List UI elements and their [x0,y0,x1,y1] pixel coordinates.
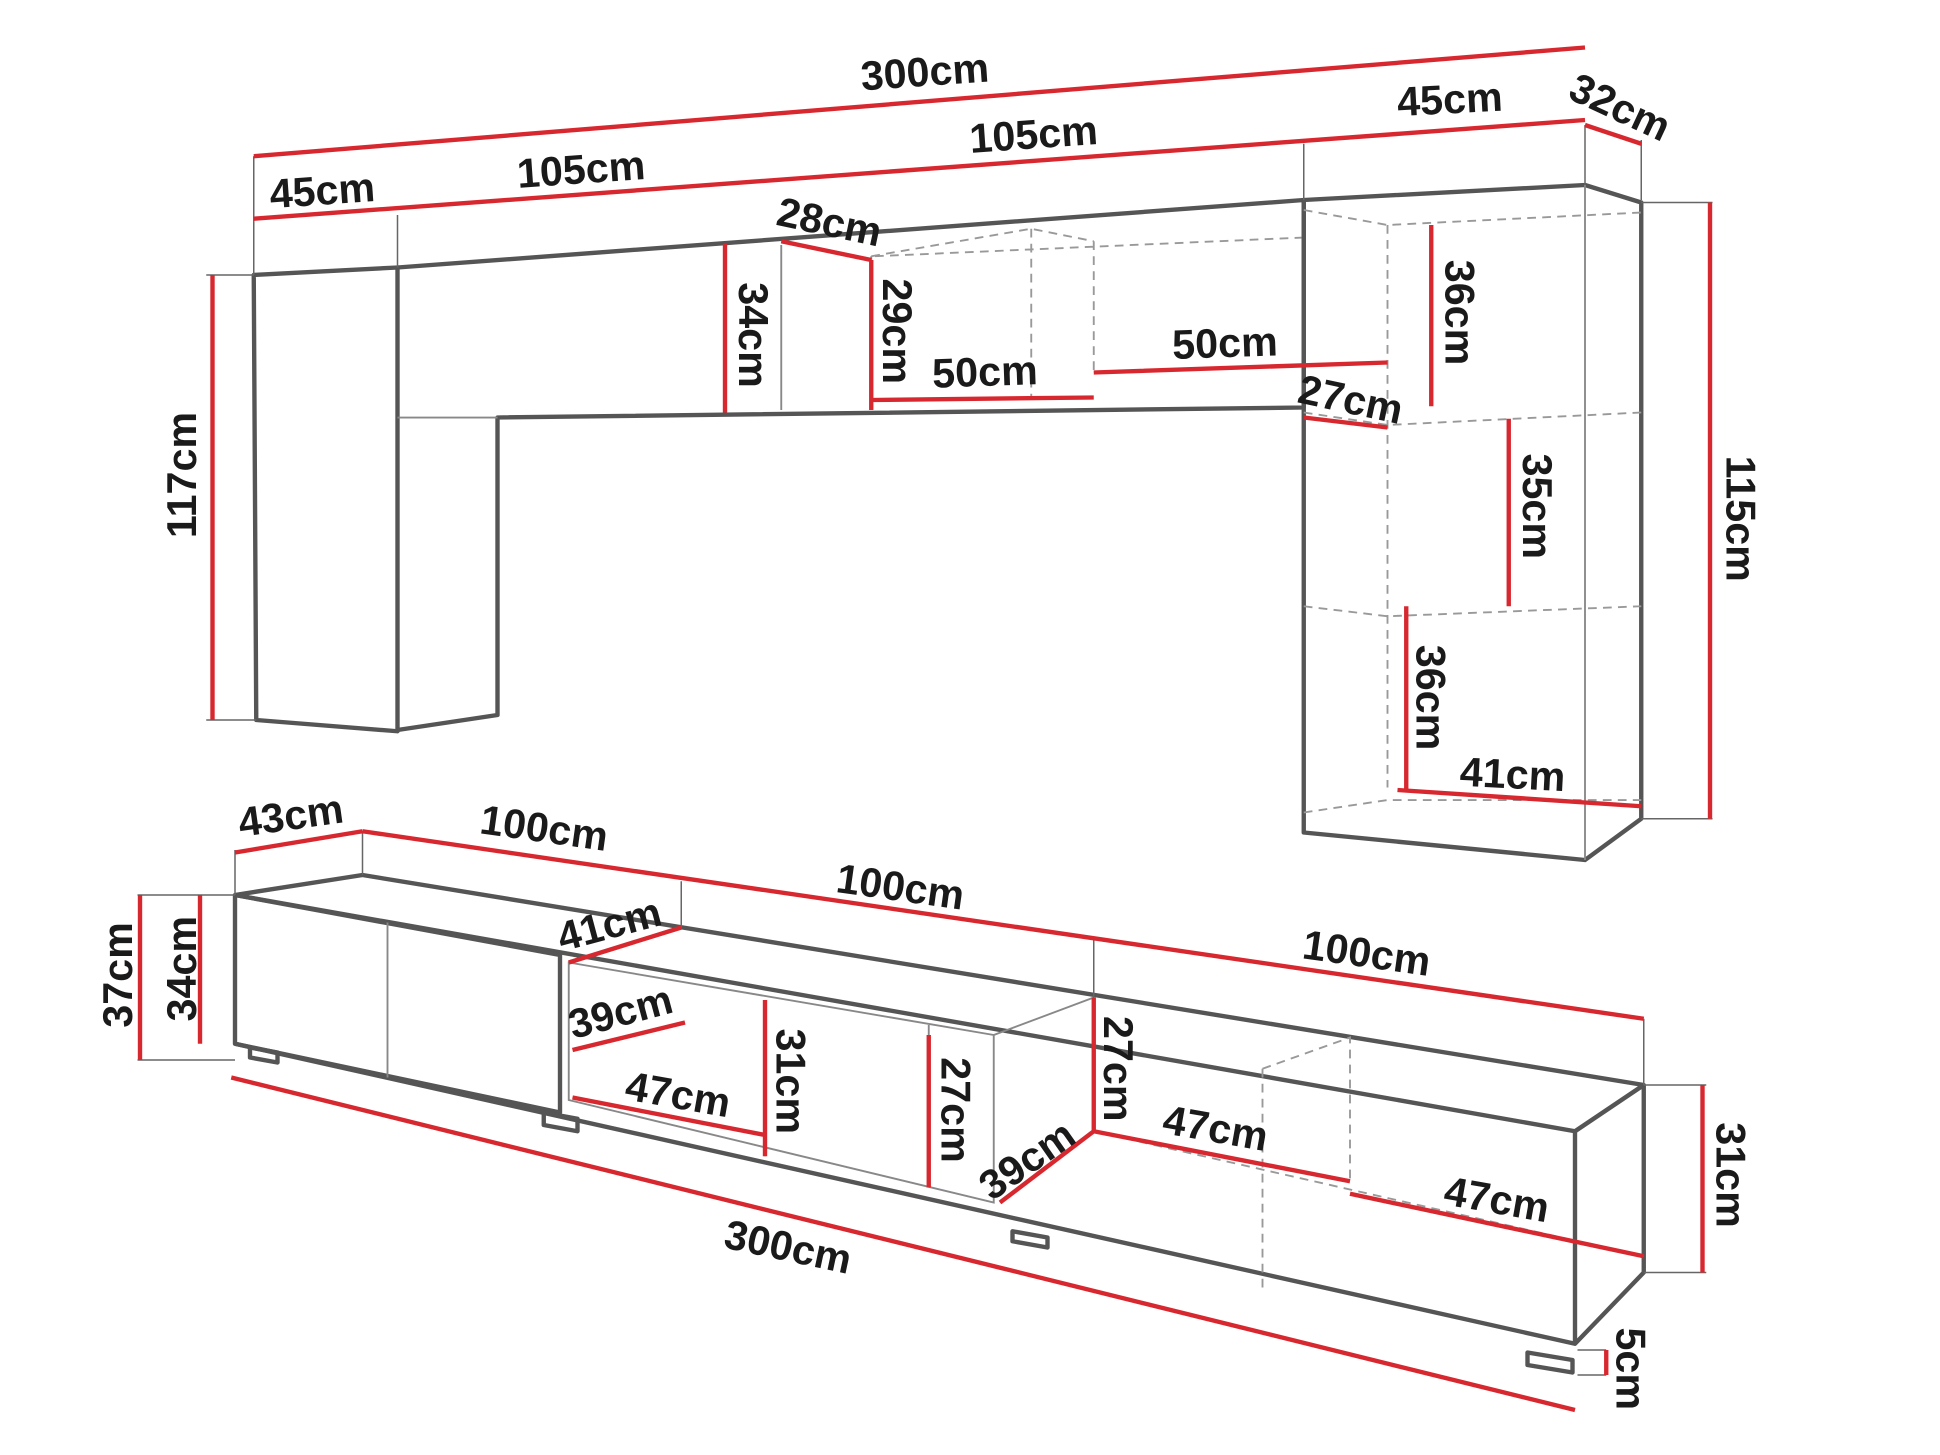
dim-bridge-width-2: 105cm [968,107,1099,162]
dim-right-height: 115cm [1718,456,1764,582]
dim-right-top-compartment: 36cm [1436,260,1482,366]
dim-tv-body-height: 34cm [159,916,205,1022]
dim-shelf-width-1: 50cm [931,347,1038,397]
left-drawer-front [234,892,563,1115]
dim-tv-section-2: 100cm [834,855,968,918]
dim-shelf-inner-height-2: 27cm [933,1057,979,1163]
bridge-shelf-dashes [871,227,1304,398]
dim-shelf-height: 29cm [874,278,920,384]
extension-lines [137,125,1713,1376]
dim-right-inner-depth: 27cm [1294,366,1407,433]
dim-tv-side-height: 31cm [1708,1122,1754,1228]
dim-bridge-width-1: 105cm [515,142,646,197]
dim-shelf-inner-height-1: 31cm [768,1028,814,1134]
foot-left [247,1045,580,1134]
dim-right-compartment-height: 27cm [1095,1016,1141,1122]
right-cabinet-shelves [1303,209,1642,814]
dim-bridge-height: 34cm [730,282,776,388]
dim-tv-total-width: 300cm [721,1211,856,1283]
dim-tv-total-height: 37cm [95,922,141,1028]
dim-shelf-depth: 28cm [773,188,886,255]
foot-middle [1010,1229,1050,1250]
foot-right [1525,1350,1575,1375]
dim-total-width-top: 300cm [859,44,990,99]
dimension-lines [137,45,1713,1413]
bridge-cabinet [397,197,1306,733]
dim-left-cabinet-width: 45cm [268,164,376,217]
dim-right-bottom-compartment: 36cm [1408,645,1454,751]
dim-left-height: 117cm [159,412,205,538]
dim-foot-height: 5cm [1608,1327,1654,1410]
dim-tv-section-3: 100cm [1300,921,1434,984]
left-tall-cabinet [251,265,400,734]
bridge-inner-line [397,245,873,419]
right-compartment-dashes [999,997,1644,1288]
dim-shelf-width-2: 50cm [1171,318,1278,368]
dim-right-compartment-depth: 39cm [971,1111,1084,1209]
dim-right-compartment-width-2: 47cm [1441,1168,1553,1232]
dim-right-cabinet-width: 45cm [1396,74,1504,125]
dim-right-mid-compartment: 35cm [1514,453,1560,559]
dim-right-inner-width: 41cm [1459,749,1567,800]
